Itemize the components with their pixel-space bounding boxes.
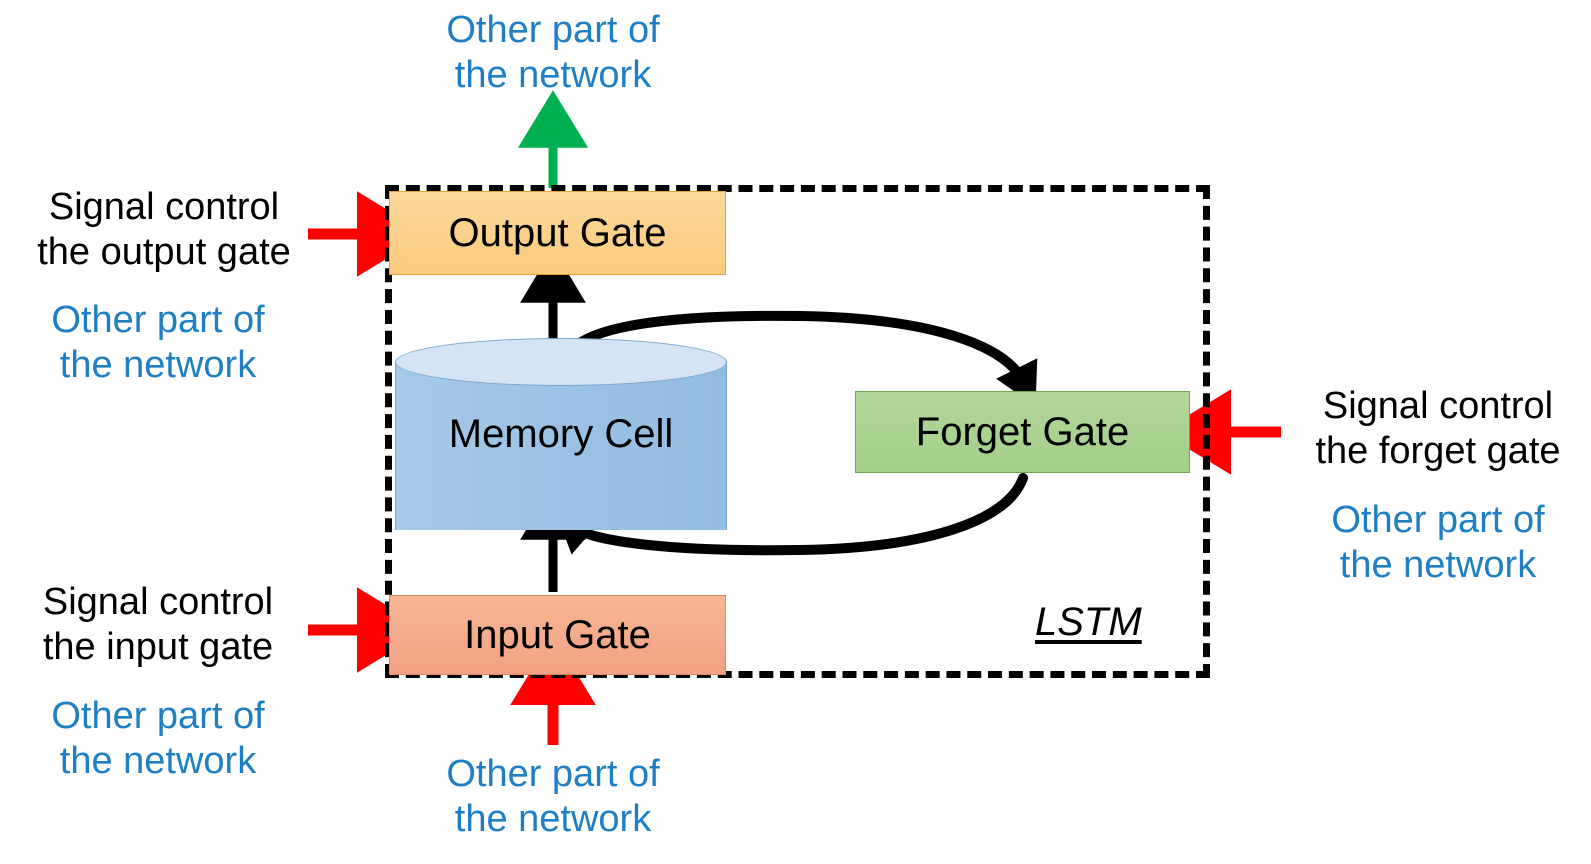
memory-cell-label-wrapper: Memory Cell (395, 338, 727, 530)
memory-cell-label: Memory Cell (448, 411, 674, 456)
output-gate-label: Output Gate (448, 210, 667, 255)
memory-cell-cylinder[interactable]: Memory Cell (395, 338, 727, 530)
output-gate-block[interactable]: Output Gate (389, 191, 726, 275)
annotation-input-signal: Signal control the input gate (42, 581, 274, 668)
cylinder-body (395, 362, 727, 530)
cylinder-top-ellipse (395, 338, 727, 386)
input-gate-block[interactable]: Input Gate (389, 595, 726, 675)
annotation-forget-signal: Signal control the forget gate (1315, 385, 1561, 472)
annotation-top-network: Other part of the network (446, 9, 660, 96)
annotation-input-network: Other part of the network (51, 695, 265, 782)
annotation-forget-network: Other part of the network (1331, 499, 1545, 586)
forget-gate-block[interactable]: Forget Gate (855, 391, 1190, 473)
lstm-caption: LSTM (1035, 600, 1142, 644)
annotation-output-signal: Signal control the output gate (37, 186, 291, 273)
input-gate-label: Input Gate (464, 612, 651, 657)
annotation-output-network: Other part of the network (51, 299, 265, 386)
annotation-bottom-network: Other part of the network (446, 753, 660, 840)
lstm-container-boundary (385, 185, 1210, 678)
forget-gate-label: Forget Gate (915, 409, 1130, 454)
